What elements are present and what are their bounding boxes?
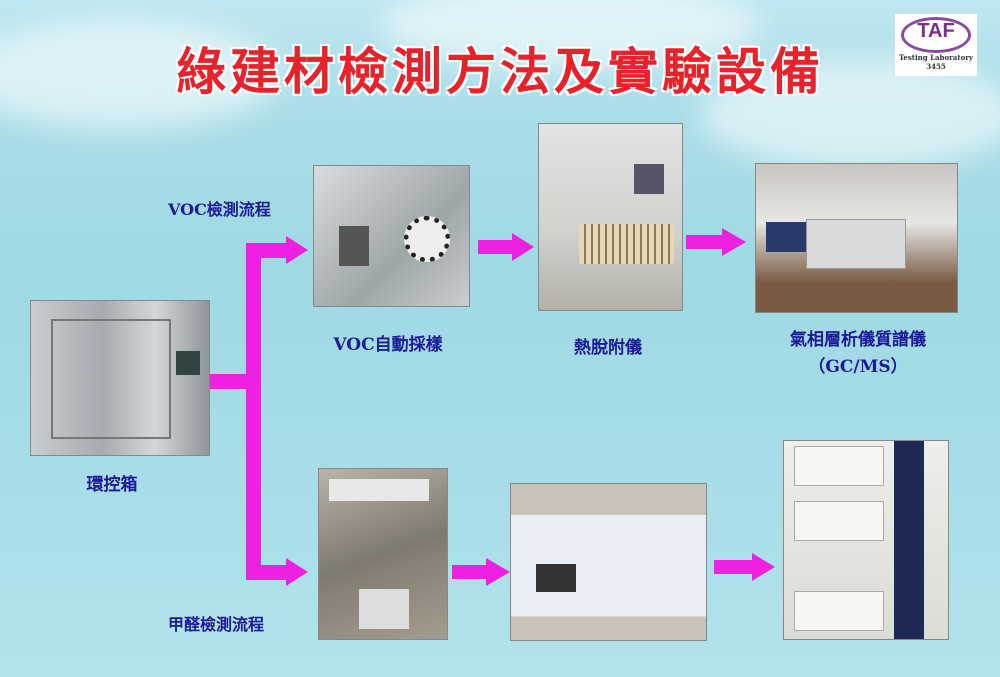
- arrow-voc: [286, 236, 308, 264]
- cloud: [0, 20, 280, 130]
- thermal-desorber-label: 熱脫附儀: [574, 338, 642, 358]
- page-title: 綠建材檢測方法及實驗設備: [176, 42, 824, 101]
- chamber-label: 環控箱: [86, 475, 138, 495]
- formaldehyde-flow-label: 甲醛檢測流程: [168, 615, 265, 634]
- taf-mark: TAF: [901, 17, 971, 53]
- logo-line1: Testing Laboratory: [898, 53, 974, 62]
- gcms-photo: [755, 163, 958, 313]
- hplc-photo: [783, 440, 949, 640]
- gcms-label: 氣相層析儀質譜儀: [790, 330, 926, 350]
- fume-hood-photo: [510, 483, 707, 641]
- connector-vertical: [246, 243, 261, 580]
- chamber-photo: [30, 300, 210, 456]
- voc-flow-label: VOC檢測流程: [168, 200, 271, 219]
- connector-hcho: [246, 565, 288, 580]
- voc-sampler-photo: [313, 165, 470, 307]
- voc-sampler-label: VOC自動採樣: [333, 335, 443, 355]
- connector-voc: [246, 243, 288, 258]
- arrow-2: [722, 228, 746, 256]
- formaldehyde-sampler-photo: [318, 468, 448, 640]
- arrow-4: [752, 553, 775, 581]
- cloud: [700, 60, 1000, 170]
- gcms-abbrev-label: （GC/MS）: [808, 357, 908, 377]
- taf-logo: TAF Testing Laboratory 3455: [895, 14, 977, 76]
- logo-line2: 3455: [926, 62, 946, 71]
- thermal-desorber-photo: [538, 123, 683, 311]
- cloud: [380, 0, 760, 70]
- arrow-1: [512, 233, 534, 261]
- arrow-hcho: [286, 558, 308, 586]
- arrow-3: [486, 558, 510, 586]
